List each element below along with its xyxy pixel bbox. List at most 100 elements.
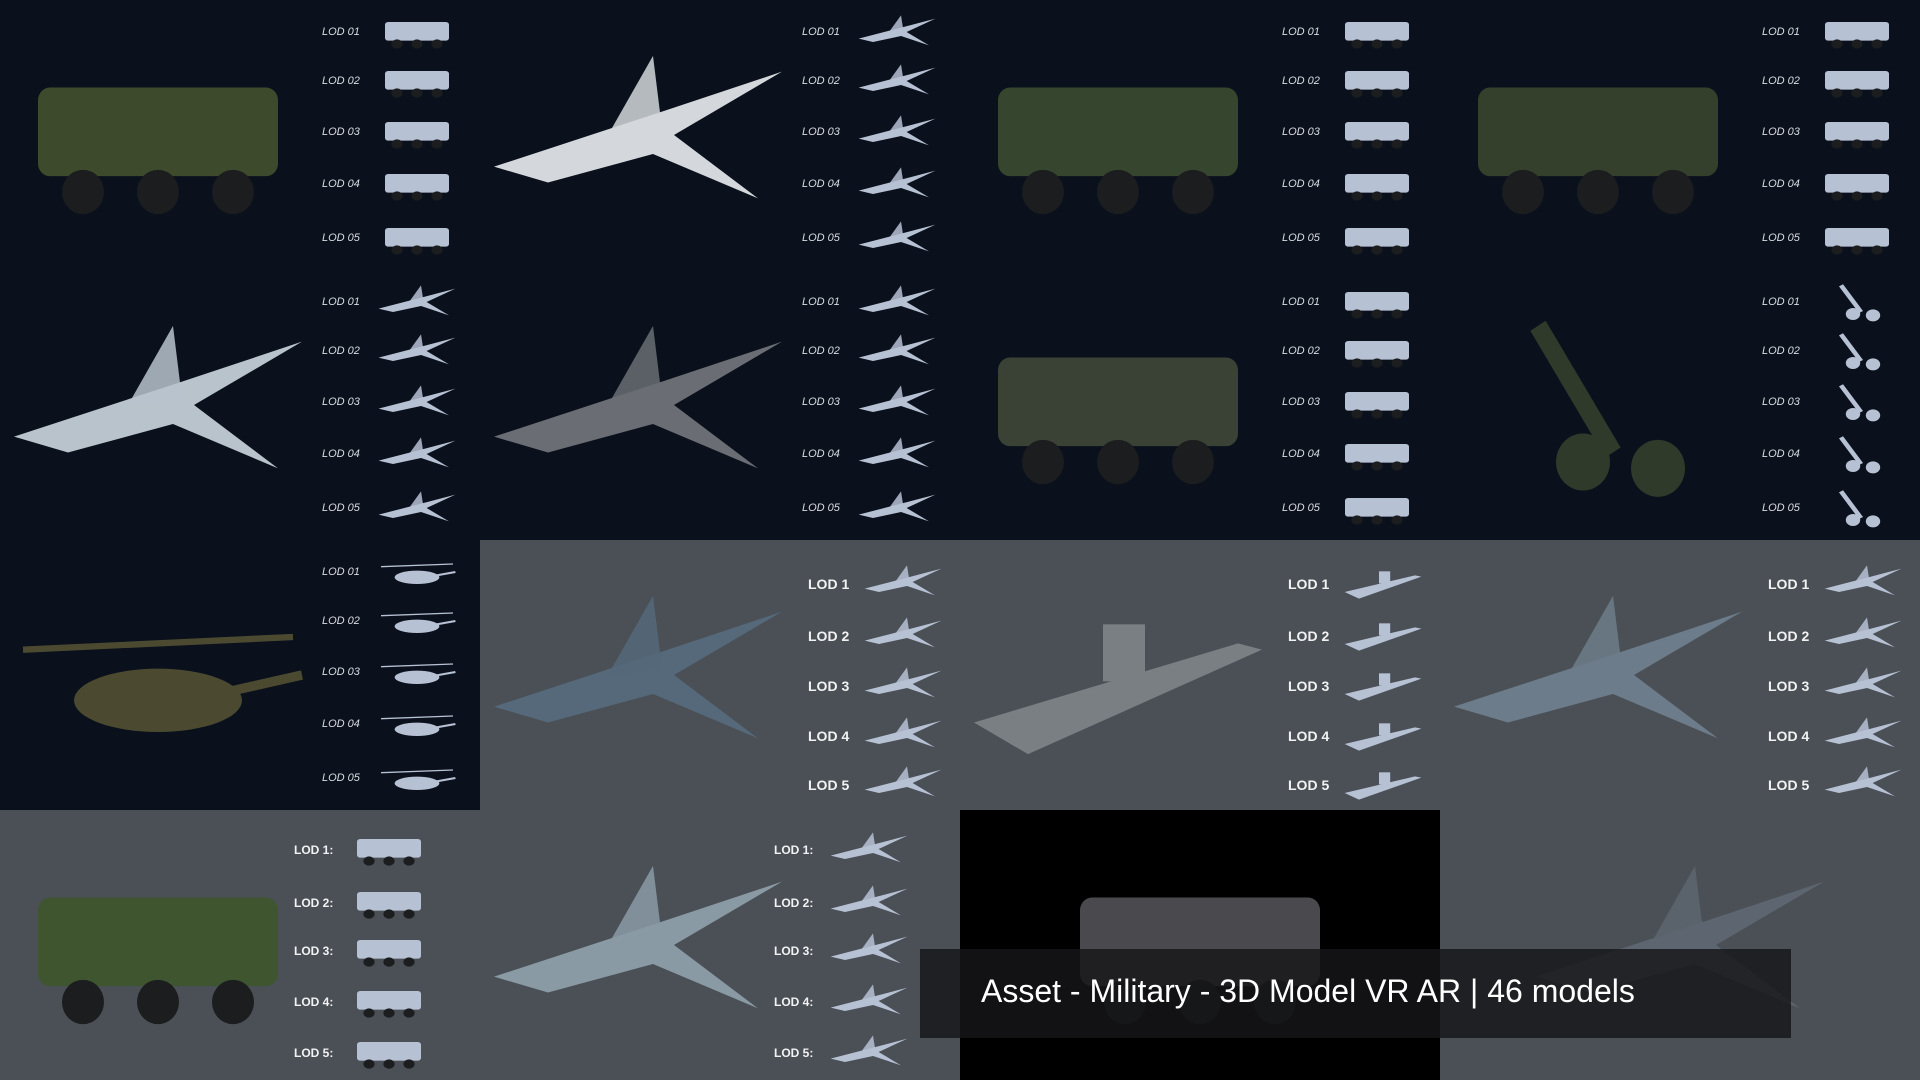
lod-thumbnail [1343, 714, 1423, 754]
lod-label: LOD 04 [322, 448, 360, 460]
lod-label: LOD 3 [1288, 678, 1330, 694]
lod-thumbnail [349, 829, 429, 869]
lod-label: LOD 05 [802, 232, 840, 244]
lod-thumbnail [857, 12, 937, 52]
lod-thumbnail [1337, 61, 1417, 101]
radar-truck-model [968, 310, 1268, 505]
lod-thumbnail [857, 164, 937, 204]
lod-thumbnail [829, 930, 909, 970]
lod-thumbnail [349, 1032, 429, 1072]
lod-thumbnail [1817, 61, 1897, 101]
lod-thumbnail [377, 552, 457, 592]
lod-label: LOD 02 [802, 75, 840, 87]
lod-thumbnail [1343, 614, 1423, 654]
radar-truck-model [1448, 40, 1748, 235]
lod-label: LOD 05 [322, 502, 360, 514]
lod-label: LOD 02 [1282, 75, 1320, 87]
lod-thumbnail [1817, 12, 1897, 52]
lod-label: LOD 4 [808, 728, 850, 744]
lod-label: LOD 04 [1282, 448, 1320, 460]
lod-label: LOD 5: [294, 1046, 334, 1060]
lod-label: LOD 5: [774, 1046, 814, 1060]
lod-label: LOD 2: [774, 896, 814, 910]
helicopter-model [8, 580, 308, 775]
lod-label: LOD 02 [1282, 345, 1320, 357]
lod-thumbnail [377, 601, 457, 641]
drone-model [8, 310, 308, 505]
lod-label: LOD 04 [1762, 448, 1800, 460]
lod-label: LOD 03 [1762, 126, 1800, 138]
lod-label: LOD 5 [1288, 777, 1330, 793]
lod-thumbnail [1337, 434, 1417, 474]
lod-label: LOD 05 [802, 502, 840, 514]
lod-thumbnail [857, 434, 937, 474]
lod-label: LOD 02 [802, 345, 840, 357]
lod-thumbnail [1823, 714, 1903, 754]
lod-label: LOD 01 [1762, 26, 1800, 38]
lod-thumbnail [377, 488, 457, 528]
lod-label: LOD 05 [322, 232, 360, 244]
lod-label: LOD 01 [322, 566, 360, 578]
lod-label: LOD 04 [322, 178, 360, 190]
lod-thumbnail [377, 218, 457, 258]
lod-thumbnail [857, 61, 937, 101]
fighter-jet-model [1448, 580, 1748, 775]
lod-thumbnail [829, 981, 909, 1021]
lod-label: LOD 04 [1762, 178, 1800, 190]
lod-label: LOD 01 [322, 26, 360, 38]
lod-label: LOD 1 [1768, 576, 1810, 592]
lod-label: LOD 1: [294, 843, 334, 857]
lod-thumbnail [857, 382, 937, 422]
lod-thumbnail [1823, 664, 1903, 704]
lod-thumbnail [863, 664, 943, 704]
lod-label: LOD 05 [322, 772, 360, 784]
lod-label: LOD 04 [322, 718, 360, 730]
lod-label: LOD 05 [1762, 502, 1800, 514]
mortar-model [1448, 310, 1748, 505]
lod-label: LOD 02 [322, 615, 360, 627]
lod-thumbnail [377, 758, 457, 798]
lod-thumbnail [1823, 763, 1903, 803]
lod-thumbnail [377, 434, 457, 474]
lod-thumbnail [349, 981, 429, 1021]
lod-label: LOD 02 [1762, 75, 1800, 87]
lod-label: LOD 01 [802, 26, 840, 38]
awacs-plane-model [488, 850, 788, 1045]
lod-thumbnail [1817, 434, 1897, 474]
lod-thumbnail [377, 704, 457, 744]
lod-label: LOD 01 [802, 296, 840, 308]
cargo-truck-model [8, 850, 308, 1045]
lod-thumbnail [829, 882, 909, 922]
lod-label: LOD 3: [294, 944, 334, 958]
lod-thumbnail [377, 164, 457, 204]
lod-thumbnail [863, 714, 943, 754]
lod-label: LOD 03 [322, 396, 360, 408]
lod-label: LOD 3: [774, 944, 814, 958]
lod-thumbnail [377, 12, 457, 52]
lod-label: LOD 2 [1288, 628, 1330, 644]
lod-label: LOD 3 [808, 678, 850, 694]
lod-label: LOD 4 [1288, 728, 1330, 744]
lod-label: LOD 01 [1282, 26, 1320, 38]
lod-label: LOD 03 [1282, 126, 1320, 138]
lod-thumbnail [377, 112, 457, 152]
lod-thumbnail [1337, 12, 1417, 52]
transport-plane-model [488, 40, 788, 235]
lod-label: LOD 04 [802, 448, 840, 460]
lod-thumbnail [1823, 614, 1903, 654]
armored-vehicle-model [8, 40, 308, 235]
drone-model [488, 310, 788, 505]
lod-label: LOD 01 [322, 296, 360, 308]
fighter-jet-model [488, 580, 788, 775]
lod-label: LOD 1: [774, 843, 814, 857]
lod-label: LOD 01 [1282, 296, 1320, 308]
lod-label: LOD 3 [1768, 678, 1810, 694]
caption-title: Asset - Military - 3D Model VR AR | 46 m… [981, 973, 1635, 1009]
